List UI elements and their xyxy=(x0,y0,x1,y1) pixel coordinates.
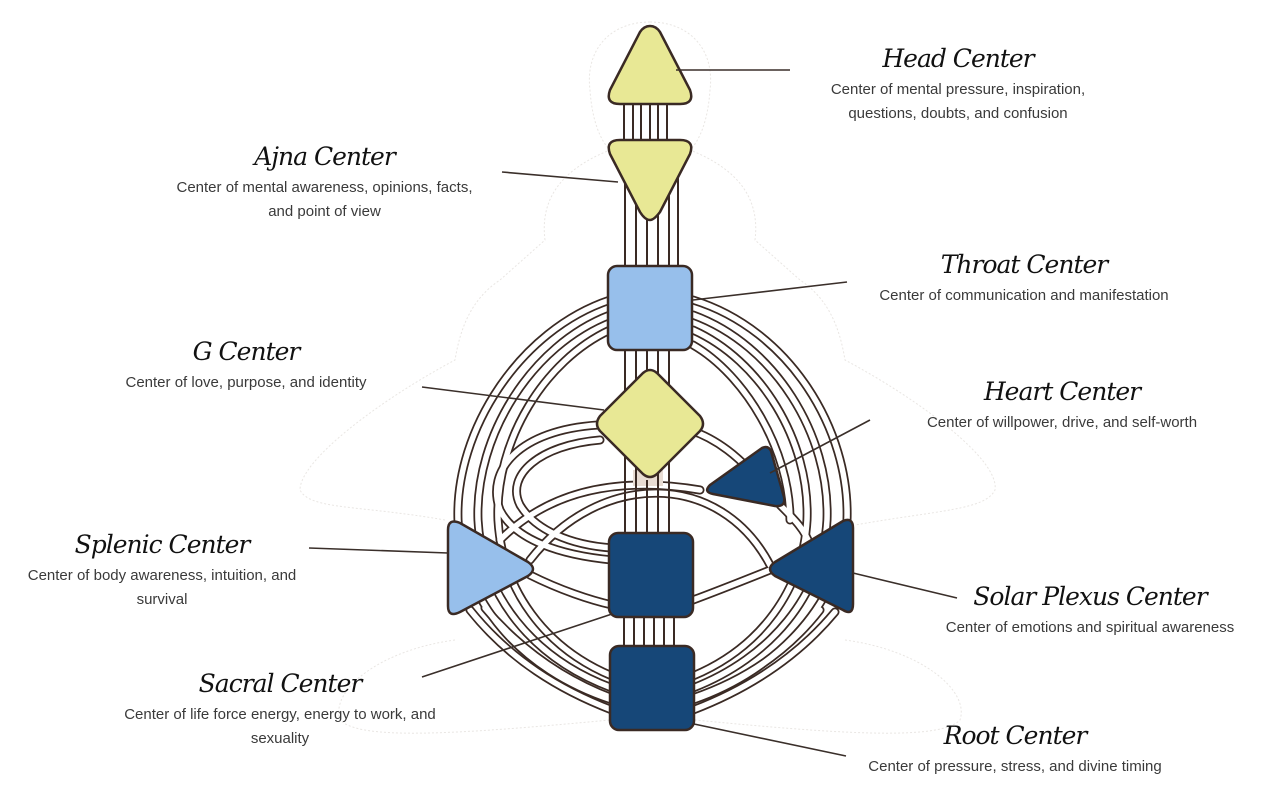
leader-g xyxy=(421,386,605,411)
sacral-center-label: Sacral Center Center of life force energ… xyxy=(112,669,448,751)
leader-splenic xyxy=(308,547,449,554)
throat-center-title: Throat Center xyxy=(940,250,1109,279)
root-center-desc: Center of pressure, stress, and divine t… xyxy=(868,758,1162,775)
solar-plexus-center-title: Solar Plexus Center xyxy=(973,582,1207,611)
g-center-title: G Center xyxy=(192,337,301,366)
heart-center-desc: Center of willpower, drive, and self-wor… xyxy=(926,414,1198,431)
leader-heart xyxy=(769,419,871,474)
body-silhouette xyxy=(299,21,996,734)
g-center-desc: Center of love, purpose, and identity xyxy=(125,374,367,391)
splenic-center-label: Splenic Center Center of body awareness,… xyxy=(4,530,320,612)
head-center-title: Head Center xyxy=(882,44,1034,73)
head-center-shape[interactable] xyxy=(607,24,693,106)
root-center-shape[interactable] xyxy=(608,644,696,732)
channels xyxy=(453,295,852,715)
vertical-channels xyxy=(622,100,679,646)
solar-plexus-center-desc: Center of emotions and spiritual awarene… xyxy=(945,619,1235,636)
ajna-center-desc: Center of mental awareness, opinions, fa… xyxy=(176,179,473,220)
leader-sacral xyxy=(421,613,613,678)
sacral-center-shape[interactable] xyxy=(607,531,695,619)
heart-center-shape[interactable] xyxy=(705,445,786,508)
centers xyxy=(446,24,855,732)
g-center-shape[interactable] xyxy=(595,368,705,479)
g-center-label: G Center Center of love, purpose, and id… xyxy=(96,337,396,395)
leader-ajna xyxy=(501,171,619,183)
heart-center-title: Heart Center xyxy=(983,377,1141,406)
leader-lines xyxy=(308,69,958,757)
leader-root xyxy=(693,723,847,757)
ajna-center-shape[interactable] xyxy=(607,138,693,222)
splenic-center-title: Splenic Center xyxy=(74,530,251,559)
throat-center-label: Throat Center Center of communication an… xyxy=(850,250,1198,308)
solar-plexus-center-label: Solar Plexus Center Center of emotions a… xyxy=(920,582,1260,640)
leader-throat xyxy=(692,281,848,301)
leader-solar-plexus xyxy=(852,572,958,599)
throat-center-desc: Center of communication and manifestatio… xyxy=(879,287,1169,304)
solar-plexus-center-shape[interactable] xyxy=(768,518,855,614)
heart-center-label: Heart Center Center of willpower, drive,… xyxy=(900,377,1224,435)
root-center-title: Root Center xyxy=(943,721,1088,750)
splenic-center-desc: Center of body awareness, intuition, and… xyxy=(27,567,297,608)
head-center-desc: Center of mental pressure, inspiration, … xyxy=(830,81,1086,122)
head-center-label: Head Center Center of mental pressure, i… xyxy=(800,44,1116,126)
sacral-center-title: Sacral Center xyxy=(198,669,363,698)
ajna-center-label: Ajna Center Center of mental awareness, … xyxy=(172,142,477,224)
sacral-center-desc: Center of life force energy, energy to w… xyxy=(124,706,436,747)
root-center-label: Root Center Center of pressure, stress, … xyxy=(845,721,1185,779)
throat-center-shape[interactable] xyxy=(606,264,694,352)
splenic-center-shape[interactable] xyxy=(446,520,535,616)
ajna-center-title: Ajna Center xyxy=(254,142,396,171)
